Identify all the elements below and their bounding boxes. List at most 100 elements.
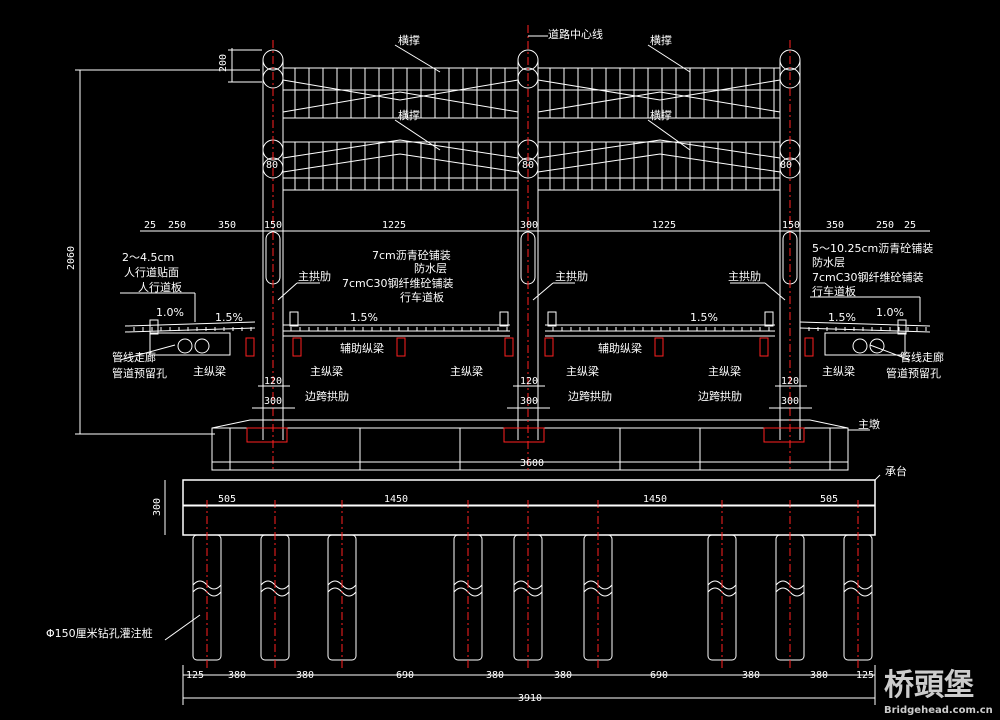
- watermark-url: Bridgehead.com.cn: [884, 705, 993, 716]
- dim-label: 3910: [518, 693, 542, 704]
- dim-label: 380: [486, 670, 504, 681]
- slope-label: 1.5%: [828, 311, 856, 324]
- pavement-layer-label: 防水层: [812, 255, 845, 269]
- dim-label: 150: [782, 220, 800, 231]
- dim-label: 120: [264, 376, 282, 387]
- pavement-layer-label: 防水层: [414, 261, 447, 275]
- dim-label: 350: [218, 220, 236, 231]
- dim-label: 25: [904, 220, 916, 231]
- dim-label: 250: [168, 220, 186, 231]
- dim-label: 150: [264, 220, 282, 231]
- main-arch-rib-label: 主拱肋: [298, 269, 331, 283]
- dim-label: 80: [522, 160, 534, 171]
- main-pier-label: 主墩: [858, 417, 880, 431]
- dim-label: 1225: [382, 220, 406, 231]
- pipe-gallery-label: 管线走廊: [112, 350, 156, 364]
- dim-label: 125: [856, 670, 874, 681]
- dim-label: 505: [820, 494, 838, 505]
- dim-label: 380: [742, 670, 760, 681]
- bored-pile: [453, 500, 483, 668]
- sidewalk-layer-label: 人行道贴面: [124, 265, 179, 279]
- dim-label: 505: [218, 494, 236, 505]
- cross-brace-label: 横撑: [650, 33, 672, 47]
- cross-brace-label: 横撑: [650, 108, 672, 122]
- dim-label: 380: [810, 670, 828, 681]
- main-beam-label: 主纵梁: [193, 364, 226, 378]
- dim-label: 1450: [643, 494, 667, 505]
- pile-label: Φ150厘米钻孔灌注桩: [46, 626, 153, 640]
- side-arch-rib-label: 边跨拱肋: [698, 389, 742, 403]
- bored-pile: [583, 500, 613, 668]
- aux-beam-label: 辅助纵梁: [340, 341, 384, 355]
- bored-pile: [260, 500, 290, 668]
- dim-label: 300: [520, 396, 538, 407]
- aux-beam-label: 辅助纵梁: [598, 341, 642, 355]
- dim-label: 380: [228, 670, 246, 681]
- main-beam-label: 主纵梁: [708, 364, 741, 378]
- dim-label: 80: [266, 160, 278, 171]
- cross-brace-label: 横撑: [398, 108, 420, 122]
- bored-pile: [843, 500, 873, 668]
- centerlines: [272, 25, 791, 470]
- dim-label: 120: [781, 376, 799, 387]
- dimension-labels: 200 2060 80 80 80 25 250 350 150 1225 30…: [66, 54, 916, 704]
- slope-label: 1.5%: [690, 311, 718, 324]
- dim-label: 300: [781, 396, 799, 407]
- dim-label: 350: [826, 220, 844, 231]
- dim-label: 200: [218, 54, 229, 72]
- pavement-layer-label: 行车道板: [400, 290, 444, 304]
- slope-label: 1.5%: [350, 311, 378, 324]
- bored-pile: [192, 500, 222, 668]
- main-arch-rib-label: 主拱肋: [555, 269, 588, 283]
- dim-label: 3600: [520, 458, 544, 469]
- substructure: [182, 419, 876, 668]
- bored-pile: [327, 500, 357, 668]
- main-beam-label: 主纵梁: [822, 364, 855, 378]
- sidewalk-layer-label: 人行道板: [138, 280, 182, 294]
- pipe-gallery-label: 管线走廊: [900, 350, 944, 364]
- bored-pile: [513, 500, 543, 668]
- pavement-layer-label: 7cmC30钢纤维砼铺装: [812, 271, 923, 284]
- dim-label: 1450: [384, 494, 408, 505]
- pavement-layer-label: 7cmC30钢纤维砼铺装: [342, 277, 453, 290]
- dim-label: 300: [152, 498, 163, 516]
- dim-label: 300: [520, 220, 538, 231]
- bored-pile: [707, 500, 737, 668]
- slope-labels: 1.0% 1.5% 1.5% 1.5% 1.5% 1.0%: [156, 306, 904, 324]
- dim-label: 380: [554, 670, 572, 681]
- main-beam-label: 主纵梁: [310, 364, 343, 378]
- dim-label: 25: [144, 220, 156, 231]
- dim-label: 250: [876, 220, 894, 231]
- dim-label: 380: [296, 670, 314, 681]
- main-arch-rib-label: 主拱肋: [728, 269, 761, 283]
- cross-brace-label: 横撑: [398, 33, 420, 47]
- slope-label: 1.0%: [876, 306, 904, 319]
- main-beam-label: 主纵梁: [450, 364, 483, 378]
- dim-label: 1225: [652, 220, 676, 231]
- dim-label: 80: [780, 160, 792, 171]
- sidewalk-layer-label: 2～4.5cm: [122, 251, 174, 264]
- pipe-hole-label: 管道预留孔: [886, 366, 941, 380]
- watermark-logo: 桥頭堡: [884, 668, 974, 703]
- cross-braces: [282, 67, 781, 191]
- pavement-layer-label: 5～10.25cm沥青砼铺装: [812, 242, 933, 255]
- labels: 道路中心线 横撑 横撑 横撑 横撑 主拱肋 主拱肋 主拱肋 7cm沥青砼铺装 防…: [46, 27, 944, 640]
- pile-cap-label: 承台: [885, 464, 907, 478]
- watermark: 桥頭堡 Bridgehead.com.cn: [884, 668, 993, 716]
- deck: [124, 311, 931, 357]
- leader-lines: [119, 35, 921, 641]
- dim-label: 120: [520, 376, 538, 387]
- pavement-layer-label: 7cm沥青砼铺装: [372, 249, 451, 262]
- dim-label: 690: [396, 670, 414, 681]
- side-arch-rib-label: 边跨拱肋: [305, 389, 349, 403]
- pipe-hole-label: 管道预留孔: [112, 366, 167, 380]
- main-beam-label: 主纵梁: [566, 364, 599, 378]
- dim-label: 690: [650, 670, 668, 681]
- dim-label: 125: [186, 670, 204, 681]
- road-centerline-label: 道路中心线: [548, 27, 603, 41]
- dim-label: 2060: [66, 246, 77, 270]
- pavement-layer-label: 行车道板: [812, 284, 856, 298]
- dimension-lines: [75, 48, 930, 705]
- slope-label: 1.5%: [215, 311, 243, 324]
